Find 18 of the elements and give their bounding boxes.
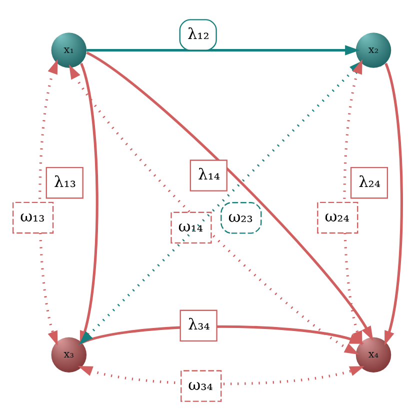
node-circle: x₂	[356, 32, 392, 68]
edge-label: ω₁₃	[20, 207, 45, 226]
edge-label: λ₁₂	[188, 24, 210, 42]
arrow	[86, 44, 360, 55]
edge-label: ω₂₄	[324, 207, 350, 226]
arrow	[38, 58, 58, 346]
node-circle: x₁	[51, 32, 87, 68]
edge-label: λ₂₄	[358, 172, 381, 190]
arrow	[78, 366, 364, 385]
node-circle: x₃	[51, 336, 87, 372]
edge-label: λ₃₄	[188, 315, 210, 334]
edge-label: λ₁₄	[198, 165, 220, 184]
edge-label: ω₁₄	[178, 217, 203, 236]
edge-label: ω₃₄	[188, 376, 213, 394]
node-circle: x₄	[356, 336, 392, 372]
arrow	[384, 62, 403, 345]
edge-label: ω₂₃	[228, 207, 253, 226]
edge-label: λ₁₃	[54, 172, 76, 190]
